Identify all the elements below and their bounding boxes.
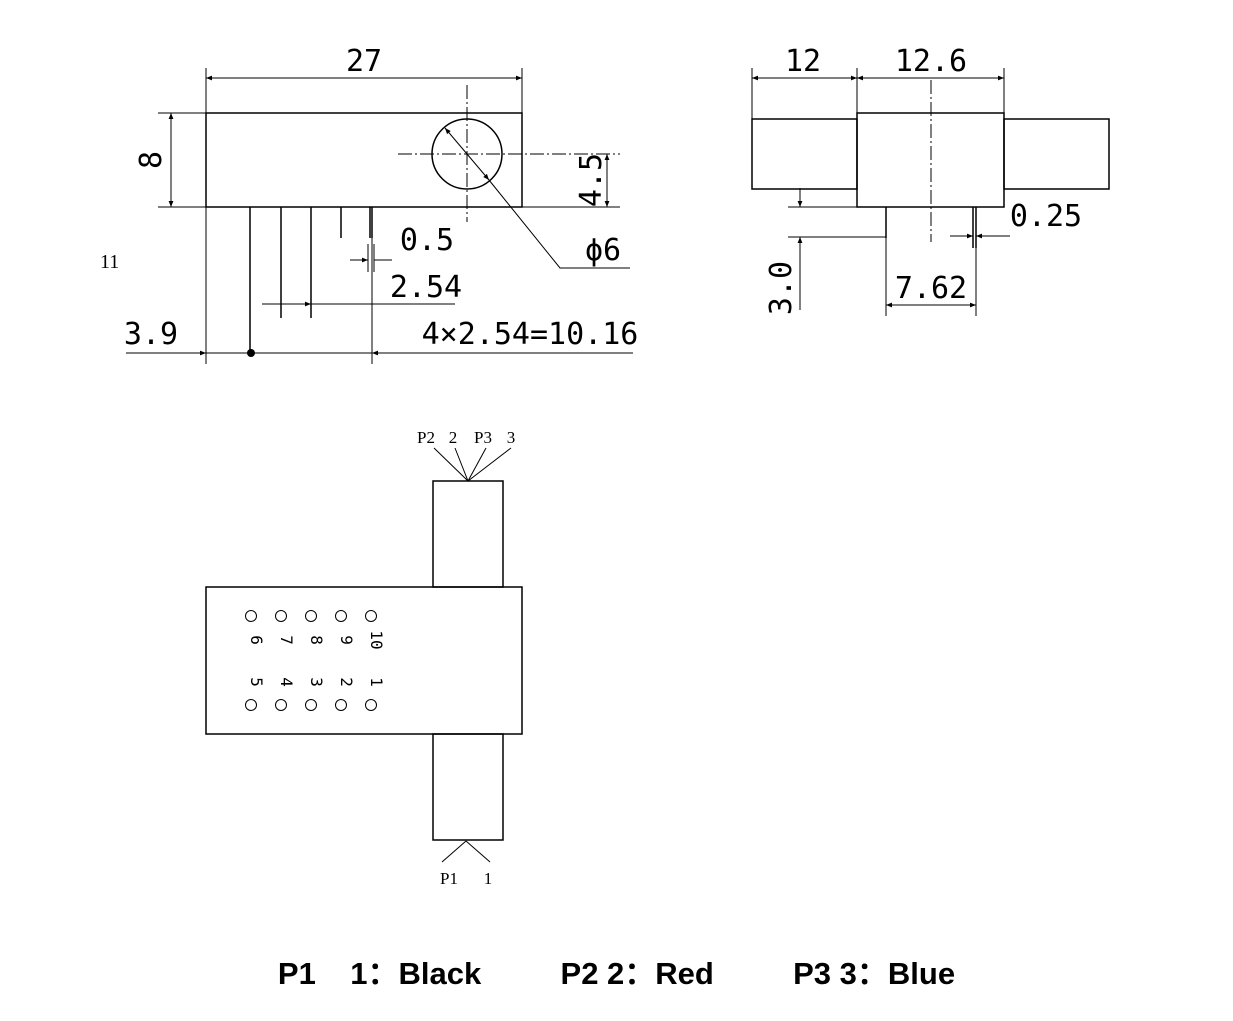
hole-diameter-line: [444, 127, 490, 181]
legend-p3: P3 3：Blue: [793, 956, 956, 991]
bottom-body: [205, 586, 523, 735]
front-view: 27 8 4.5 ϕ6 0.5 2.54 3.9 4×2.54=10.16: [100, 44, 638, 364]
dim-pin-width-label: 0.5: [400, 223, 454, 258]
dim-pin-pitch-label: 2.54: [390, 270, 462, 305]
svg-text:1: 1: [367, 677, 386, 687]
bottom-fiber-label-p1: P1: [440, 869, 458, 888]
top-fiber-leaders: [433, 447, 512, 482]
svg-text:6: 6: [247, 635, 266, 645]
hole-diameter-leader: [488, 179, 630, 269]
svg-text:9: 9: [337, 635, 356, 645]
legend-p1-pin: 1：Black: [350, 956, 482, 991]
dim-left-label: 12: [785, 44, 821, 79]
dim-pin-offset-label: 3.9: [124, 317, 178, 352]
pin-numbers-bottom: 5 4 3 2 1: [247, 677, 386, 687]
svg-text:3: 3: [307, 677, 326, 687]
dim-pin-span-label: 4×2.54=10.16: [422, 317, 639, 352]
svg-text:5: 5: [247, 677, 266, 687]
svg-text:10: 10: [367, 630, 386, 649]
bottom-view: P2 2 P3 3 P1 1 6 7 8 9 10: [205, 428, 523, 888]
dim-height-label: 8: [134, 151, 169, 169]
pin-holes: [245, 610, 377, 711]
svg-text:2: 2: [337, 677, 356, 687]
side-label: 11: [100, 251, 119, 273]
dim-pin-width-side-label: 0.25: [1010, 199, 1082, 234]
dim-row-spacing-label: 7.62: [895, 271, 967, 306]
bottom-fiber-label-1: 1: [484, 869, 493, 888]
dim-hole-diameter-label: ϕ6: [585, 233, 621, 268]
dim-pin-height-label: 3.0: [764, 261, 799, 315]
top-fiber-tube: [432, 480, 504, 588]
svg-text:8: 8: [307, 635, 326, 645]
bottom-fiber-tube: [432, 733, 504, 841]
legend-p2: P2 2：Red: [560, 956, 714, 991]
bottom-fiber-leaders: [441, 840, 491, 863]
svg-text:7: 7: [277, 635, 296, 645]
dim-hole-offset-label: 4.5: [574, 153, 609, 207]
dim-width-label: 27: [346, 44, 382, 79]
pin-numbers-top: 6 7 8 9 10: [247, 630, 386, 649]
side-fiber-right: [1003, 118, 1110, 190]
svg-text:4: 4: [277, 677, 296, 687]
top-fiber-label-p2: P2: [417, 428, 435, 447]
top-fiber-label-2: 2: [449, 428, 458, 447]
top-fiber-label-p3: P3: [474, 428, 492, 447]
legend-p1-id: P1: [277, 956, 316, 991]
dim-body-label: 12.6: [895, 44, 967, 79]
fiber-color-legend: P1 1：Black P2 2：Red P3 3：Blue: [0, 948, 1233, 993]
front-pins: [249, 207, 373, 352]
front-body: [205, 112, 523, 208]
side-fiber-left: [751, 118, 858, 190]
top-fiber-label-3: 3: [507, 428, 516, 447]
side-view: 12 12.6 0.25 3.0 7.62: [751, 44, 1110, 316]
